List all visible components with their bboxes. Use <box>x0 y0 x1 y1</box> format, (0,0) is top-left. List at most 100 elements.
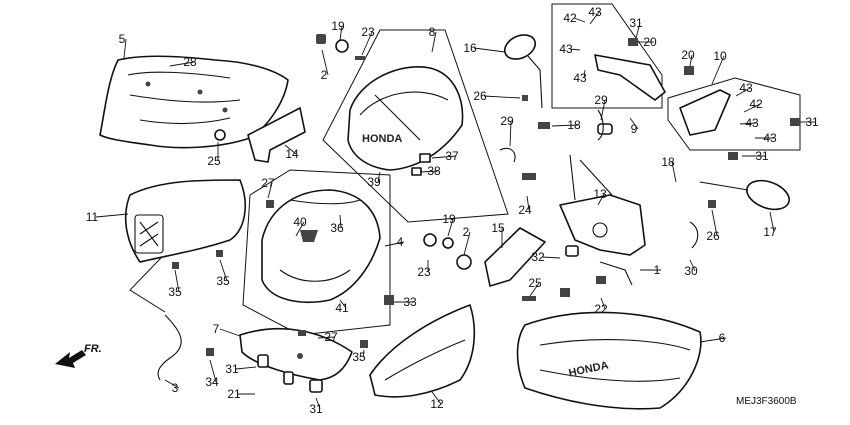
callout-label-c32: 32 <box>531 250 545 264</box>
wire-harness-part <box>157 314 182 381</box>
leader-line-c16 <box>473 47 506 53</box>
callout-label-c29b: 29 <box>594 93 608 107</box>
callout-label-c31e: 31 <box>309 402 323 416</box>
leader-line-c35b <box>219 259 228 282</box>
svg-text:HONDA: HONDA <box>362 133 402 145</box>
callout-label-c25a: 25 <box>207 154 221 168</box>
leader-line-c40 <box>295 221 305 237</box>
mirror-stay-right-part <box>679 89 731 136</box>
leader-line-c18a <box>551 124 579 127</box>
callout-label-c7: 7 <box>213 322 220 336</box>
leader-line-c8 <box>431 31 437 53</box>
callout-label-c27b: 27 <box>324 330 338 344</box>
leader-line-c43c <box>583 69 586 79</box>
callout-label-c15: 15 <box>491 221 505 235</box>
inner-duct-part <box>124 179 246 263</box>
leader-line-c26a <box>483 95 521 99</box>
callout-label-c31b: 31 <box>805 115 819 129</box>
leader-line-c27a <box>267 182 273 199</box>
callout-label-c19a: 19 <box>331 19 345 33</box>
leader-line-c41 <box>339 299 347 309</box>
callout-label-c16: 16 <box>463 41 477 55</box>
leader-line-c23a <box>361 31 373 56</box>
diagram-code: MEJ3F3600B <box>736 396 797 407</box>
callout-label-c43c: 43 <box>573 71 587 85</box>
leader-line-c12 <box>431 391 442 405</box>
callout-label-c10: 10 <box>713 49 727 63</box>
leader-line-c6 <box>699 337 727 343</box>
callout-label-c35b: 35 <box>216 274 230 288</box>
leader-line-c26b <box>711 209 718 237</box>
leader-line-c25b <box>529 282 540 297</box>
callout-label-c3: 3 <box>172 381 179 395</box>
windscreen-group-frame <box>322 29 509 223</box>
leader-line-c42b <box>743 103 761 113</box>
callout-label-c2a: 2 <box>321 68 328 82</box>
callout-label-c28: 28 <box>183 55 197 69</box>
leader-line-c43e <box>739 122 757 125</box>
leader-line-c42a <box>573 17 586 23</box>
callout-label-c31c: 31 <box>755 149 769 163</box>
leader-line-c32 <box>541 256 561 259</box>
callout-label-c12: 12 <box>430 397 444 411</box>
leader-line-c31a <box>635 22 641 39</box>
side-cowl-part: HONDA <box>516 311 702 410</box>
bracket-part <box>247 107 306 163</box>
callout-label-c31a: 31 <box>629 16 643 30</box>
callout-label-c6: 6 <box>719 331 726 345</box>
mirror-stay-left-part <box>594 54 666 101</box>
callout-label-c8: 8 <box>429 25 436 39</box>
callout-label-c21: 21 <box>227 387 241 401</box>
front-direction-label: FR. <box>84 343 102 355</box>
callout-label-c35c: 35 <box>352 350 366 364</box>
leader-line-c7 <box>219 328 241 337</box>
upper-cowl-group-frame <box>242 169 391 336</box>
leader-line-c24 <box>526 195 530 211</box>
leader-line-c11 <box>95 213 129 218</box>
lower-panel-part <box>369 304 476 398</box>
callout-label-c36: 36 <box>330 221 344 235</box>
callout-label-c13: 13 <box>593 187 607 201</box>
callout-label-c11: 11 <box>86 210 99 224</box>
leader-line-c17 <box>769 211 775 233</box>
leader-line-c43b <box>569 48 581 51</box>
leader-line-c39 <box>377 171 381 183</box>
leader-line-c9 <box>629 117 639 130</box>
leader-line-c20b <box>689 54 693 67</box>
leader-line-c34 <box>209 359 217 383</box>
callout-label-c18b: 18 <box>661 155 675 169</box>
callout-label-c33: 33 <box>403 295 417 309</box>
leader-line-c29a <box>509 120 512 147</box>
callout-label-c42b: 42 <box>749 97 763 111</box>
leader-line-c2a <box>321 49 329 76</box>
leader-line-c29b <box>600 99 606 121</box>
callout-label-c41: 41 <box>335 301 349 315</box>
callout-label-c2b: 2 <box>463 225 470 239</box>
leader-line-c35c <box>362 349 365 358</box>
callout-label-c1: 1 <box>654 263 661 277</box>
leader-line-c5 <box>123 38 127 59</box>
leader-line-c2b <box>463 231 471 256</box>
callout-label-c37: 37 <box>445 149 459 163</box>
leader-line-c35a <box>174 269 180 293</box>
callout-label-c4: 4 <box>397 235 404 249</box>
callout-label-c42a: 42 <box>563 11 577 25</box>
leader-line-c31e <box>315 397 321 410</box>
callout-label-c43d: 43 <box>739 81 753 95</box>
callout-label-c34: 34 <box>205 375 219 389</box>
leader-line-c19a <box>339 25 343 41</box>
callout-label-c25b: 25 <box>528 276 542 290</box>
leader-line-c30 <box>689 259 696 272</box>
leader-line-c3 <box>164 379 180 389</box>
callout-label-c39: 39 <box>367 175 381 189</box>
callout-label-c17: 17 <box>763 225 777 239</box>
leader-line-c13 <box>597 193 605 206</box>
callout-label-c22: 22 <box>594 302 608 316</box>
callout-label-c26a: 26 <box>473 89 487 103</box>
callout-label-c20a: 20 <box>643 35 657 49</box>
leader-line-c43a <box>589 11 600 25</box>
leader-line-c28 <box>169 61 195 67</box>
callout-label-c40: 40 <box>293 215 307 229</box>
callout-label-c23b: 23 <box>417 265 431 279</box>
leader-line-c27b <box>317 336 336 339</box>
